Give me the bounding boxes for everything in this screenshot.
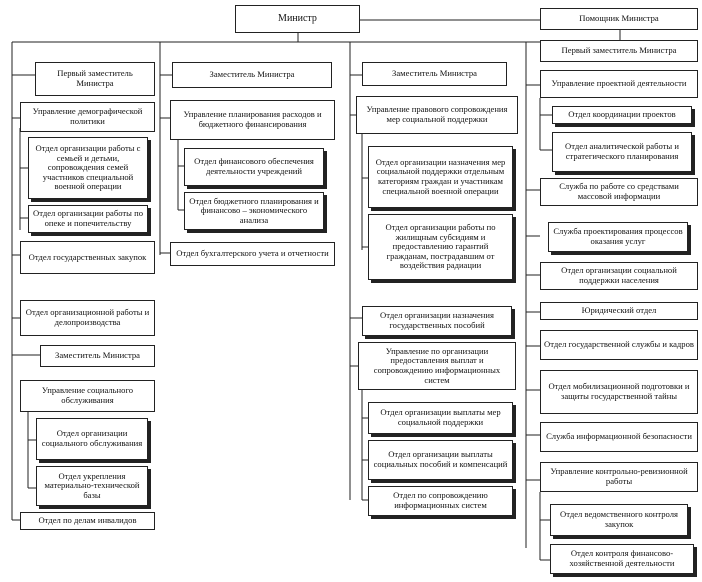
procurement-box: Отдел государственных закупок — [20, 241, 155, 274]
assistant-minister-box: Помощник Министра — [540, 8, 698, 30]
org-work-docs-box: Отдел организационной работы и делопроиз… — [20, 300, 155, 336]
project-mgmt-box: Управление проектной деятельности — [540, 70, 698, 98]
project-coordination-box: Отдел координации проектов — [552, 106, 692, 124]
accounting-box: Отдел бухгалтерского учета и отчетности — [170, 242, 335, 266]
family-children-box: Отдел организации работы с семьей и деть… — [28, 137, 148, 199]
analytics-planning-box: Отдел аналитической работы и стратегичес… — [552, 132, 692, 172]
media-service-box: Служба по работе со средствами массовой … — [540, 178, 698, 206]
info-systems-box: Отдел по сопровождению информационных си… — [368, 486, 513, 516]
mobilization-box: Отдел мобилизационной подготовки и защит… — [540, 370, 698, 414]
disabled-affairs-box: Отдел по делам инвалидов — [20, 512, 155, 530]
expense-planning-box: Управление планирования расходов и бюдже… — [170, 100, 335, 140]
support-assignment-box: Отдел организации назначения мер социаль… — [368, 146, 513, 208]
social-service-org-box: Отдел организации социального обслуживан… — [36, 418, 148, 460]
payments-mgmt-box: Управление по организации предоставления… — [358, 342, 516, 390]
col1-first-deputy-box: Первый заместитель Министра — [35, 62, 155, 96]
housing-subsidies-box: Отдел организации работы по жилищным суб… — [368, 214, 513, 280]
material-base-box: Отдел укрепления материально-технической… — [36, 466, 148, 506]
social-support-box: Отдел организации социальной поддержки н… — [540, 262, 698, 290]
col2-deputy-box: Заместитель Министра — [172, 62, 332, 88]
legal-dept-box: Юридический отдел — [540, 302, 698, 320]
benefit-payments-box: Отдел организации выплаты социальных пос… — [368, 440, 513, 480]
info-security-box: Служба информационной безопасности — [540, 422, 698, 452]
control-audit-box: Управление контрольно-ревизионной работы — [540, 462, 698, 492]
guardianship-box: Отдел организации работы по опеке и попе… — [28, 205, 148, 233]
fin-activity-control-box: Отдел контроля финансово-хозяйственной д… — [550, 544, 694, 574]
state-benefits-box: Отдел организации назначения государстве… — [362, 306, 512, 336]
first-deputy-right-box: Первый заместитель Министра — [540, 40, 698, 62]
process-design-box: Служба проектирования процессов оказания… — [548, 222, 688, 252]
col3-deputy-box: Заместитель Министра — [362, 62, 507, 86]
dept-procurement-control-box: Отдел ведомственного контроля закупок — [550, 504, 688, 536]
financial-support-box: Отдел финансового обеспечения деятельнос… — [184, 148, 324, 186]
social-service-mgmt-box: Управление социального обслуживания — [20, 380, 155, 412]
civil-service-box: Отдел государственной службы и кадров — [540, 330, 698, 360]
budget-planning-box: Отдел бюджетного планирования и финансов… — [184, 192, 324, 230]
demographic-policy-box: Управление демографической политики — [20, 102, 155, 132]
legal-support-mgmt-box: Управление правового сопровождения мер с… — [356, 96, 518, 134]
support-payments-box: Отдел организации выплаты мер социальной… — [368, 402, 513, 434]
minister-box: Министр — [235, 5, 360, 33]
col1-deputy-box: Заместитель Министра — [40, 345, 155, 367]
